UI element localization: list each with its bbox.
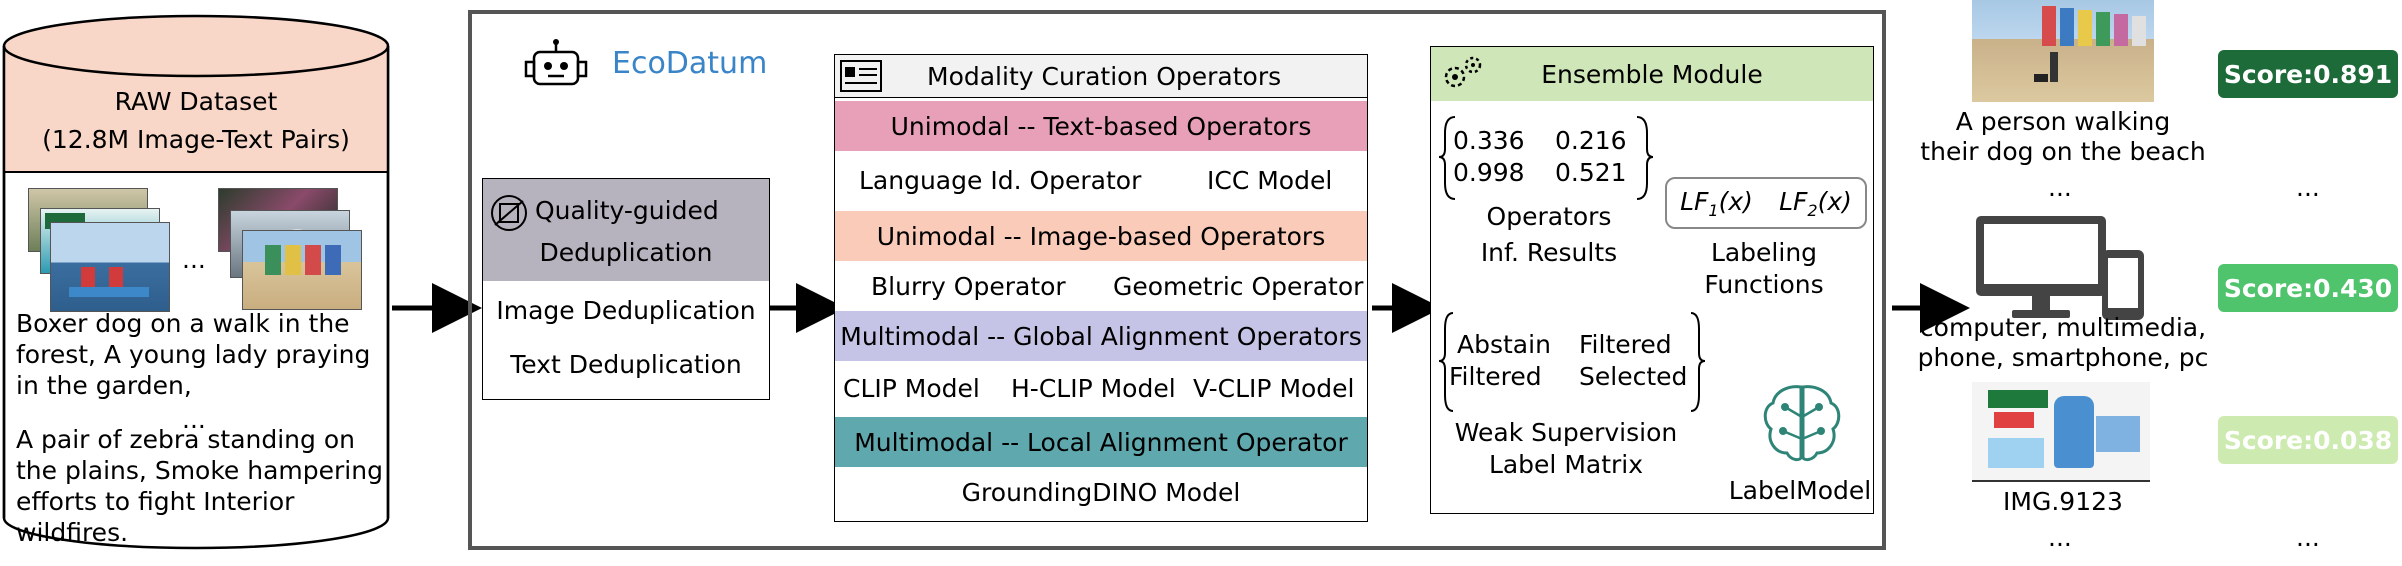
score-badge-1: Score:0.891 bbox=[2218, 50, 2398, 98]
lf1-name: LF bbox=[1680, 186, 1709, 216]
dedup-header bbox=[483, 179, 769, 281]
raw-caption-ellipsis: ... bbox=[182, 405, 206, 434]
image-dedup-label: Image Deduplication bbox=[496, 296, 756, 325]
score-badge-3-text: Score:0.038 bbox=[2223, 425, 2393, 455]
results-braces bbox=[1439, 116, 1654, 200]
band-text-label: Unimodal -- Text-based Operators bbox=[890, 111, 1312, 141]
geometric-operator: Geometric Operator bbox=[1113, 272, 1364, 301]
lf-label-2: Functions bbox=[1704, 270, 1824, 299]
raw-caption-block-b: A pair of zebra standing on the plains, … bbox=[16, 424, 383, 548]
band-image-label: Unimodal -- Image-based Operators bbox=[876, 221, 1326, 251]
raw-dataset-subtitle: (12.8M Image-Text Pairs) bbox=[42, 125, 350, 154]
raw-caption-line: in the garden, bbox=[16, 371, 192, 400]
score-badge-2-text: Score:0.430 bbox=[2223, 273, 2393, 303]
v-clip-model: V-CLIP Model bbox=[1193, 374, 1355, 403]
raw-images-ellipsis: ... bbox=[182, 245, 206, 274]
ecodatum-title: EcoDatum bbox=[612, 46, 768, 81]
label-matrix-r1c1: Abstain bbox=[1457, 330, 1551, 359]
ensemble-box: Ensemble Module 0.336 0.216 0.998 0.521 … bbox=[1430, 46, 1874, 514]
cylinder-shape bbox=[2, 14, 390, 550]
results-label-2: Inf. Results bbox=[1480, 238, 1618, 267]
lf2-subscript: 2 bbox=[1807, 200, 1818, 220]
blurry-operator: Blurry Operator bbox=[871, 272, 1066, 301]
band-global-alignment: Multimodal -- Global Alignment Operators bbox=[835, 311, 1367, 361]
output-caption-3: IMG.9123 bbox=[2003, 487, 2123, 516]
dedup-title-2: Deduplication bbox=[539, 238, 713, 267]
band-text-operators: Unimodal -- Text-based Operators bbox=[835, 101, 1367, 151]
lf2: LF2(x) bbox=[1779, 187, 1852, 220]
band-local-label: Multimodal -- Local Alignment Operator bbox=[854, 427, 1348, 457]
output-image-beach bbox=[1972, 0, 2154, 102]
lf1: LF1(x) bbox=[1680, 187, 1753, 220]
raw-dataset-cylinder: RAW Dataset (12.8M Image-Text Pairs) ...… bbox=[2, 12, 390, 552]
raw-caption-line: Boxer dog on a walk in the bbox=[16, 309, 350, 338]
band-local-alignment: Multimodal -- Local Alignment Operator bbox=[835, 417, 1367, 467]
output-caption-1b: their dog on the beach bbox=[1920, 137, 2206, 166]
h-clip-model: H-CLIP Model bbox=[1011, 374, 1176, 403]
text-dedup-label: Text Deduplication bbox=[510, 350, 742, 379]
lf1-arg: (x) bbox=[1718, 186, 1753, 216]
curation-header bbox=[835, 55, 1367, 98]
raw-image-6 bbox=[242, 230, 362, 310]
score-badge-3: Score:0.038 bbox=[2218, 416, 2398, 464]
ecodatum-frame bbox=[468, 10, 1886, 550]
lf2-arg: (x) bbox=[1817, 186, 1852, 216]
dedup-box: Quality-guided Deduplication Image Dedup… bbox=[482, 178, 770, 400]
band-image-operators: Unimodal -- Image-based Operators bbox=[835, 211, 1367, 261]
output-caption-2b: phone, smartphone, pc bbox=[1917, 343, 2209, 372]
score-badge-2: Score:0.430 bbox=[2218, 264, 2398, 312]
score-ellipsis-1: ... bbox=[2296, 173, 2320, 202]
groundingdino-model: GroundingDINO Model bbox=[961, 478, 1241, 507]
raw-caption-line: efforts to fight Interior bbox=[16, 487, 295, 516]
label-matrix-caption-1: Weak Supervision bbox=[1454, 418, 1678, 447]
dedup-title-1: Quality-guided bbox=[535, 196, 719, 225]
output-ellipsis-1: ... bbox=[2048, 173, 2072, 202]
label-matrix-r2c2: Selected bbox=[1579, 362, 1688, 391]
lf2-name: LF bbox=[1779, 186, 1808, 216]
score-ellipsis-2: ... bbox=[2296, 523, 2320, 552]
matrix-cell-r1c2: 0.216 bbox=[1555, 126, 1627, 155]
results-label-1: Operators bbox=[1486, 202, 1612, 231]
dedup-icon bbox=[491, 195, 527, 231]
raw-image-3 bbox=[50, 222, 170, 312]
raw-caption-line: the plains, Smoke hampering bbox=[16, 456, 383, 485]
language-id-operator: Language Id. Operator bbox=[859, 166, 1142, 195]
raw-dataset-title: RAW Dataset bbox=[114, 87, 278, 116]
output-caption-1a: A person walking bbox=[1955, 107, 2171, 136]
robot-icon bbox=[524, 39, 588, 86]
lf-label-1: Labeling bbox=[1710, 238, 1818, 267]
curation-box: Modality Curation Operators Unimodal -- … bbox=[834, 54, 1368, 522]
output-ellipsis-2: ... bbox=[2048, 523, 2072, 552]
matrix-cell-r2c2: 0.521 bbox=[1555, 158, 1627, 187]
ensemble-header bbox=[1431, 47, 1873, 101]
brain-circuit-icon bbox=[1763, 385, 1841, 462]
label-matrix-braces bbox=[1439, 312, 1706, 412]
curation-header-text: Modality Curation Operators bbox=[927, 62, 1282, 91]
labeling-functions-box: LF1(x) LF2(x) bbox=[1665, 177, 1867, 229]
raw-caption-line: wildfires. bbox=[16, 518, 129, 547]
band-global-label: Multimodal -- Global Alignment Operators bbox=[840, 321, 1362, 351]
devices-icon bbox=[1976, 216, 2144, 320]
icc-model: ICC Model bbox=[1207, 166, 1333, 195]
gears-icon bbox=[1444, 56, 1482, 88]
raw-caption-block-a: Boxer dog on a walk in the forest, A you… bbox=[16, 308, 370, 401]
ensemble-header-text: Ensemble Module bbox=[1541, 60, 1763, 89]
score-badge-1-text: Score:0.891 bbox=[2223, 59, 2393, 89]
label-matrix-caption-2: Label Matrix bbox=[1488, 450, 1644, 479]
clip-model: CLIP Model bbox=[843, 374, 980, 403]
label-matrix-r2c1: Filtered bbox=[1449, 362, 1542, 391]
label-matrix-r1c2: Filtered bbox=[1579, 330, 1672, 359]
raw-caption-line: A pair of zebra standing on bbox=[16, 425, 355, 454]
matrix-cell-r2c1: 0.998 bbox=[1453, 158, 1525, 187]
ecodatum-logo bbox=[524, 38, 588, 94]
output-image-product bbox=[1972, 382, 2150, 482]
raw-caption-line: forest, A young lady praying bbox=[16, 340, 371, 369]
output-caption-2a: computer, multimedia, bbox=[1919, 313, 2207, 342]
matrix-cell-r1c1: 0.336 bbox=[1453, 126, 1525, 155]
operators-icon bbox=[840, 60, 882, 92]
labelmodel-label: LabelModel bbox=[1728, 476, 1872, 505]
lf1-subscript: 1 bbox=[1708, 200, 1719, 220]
